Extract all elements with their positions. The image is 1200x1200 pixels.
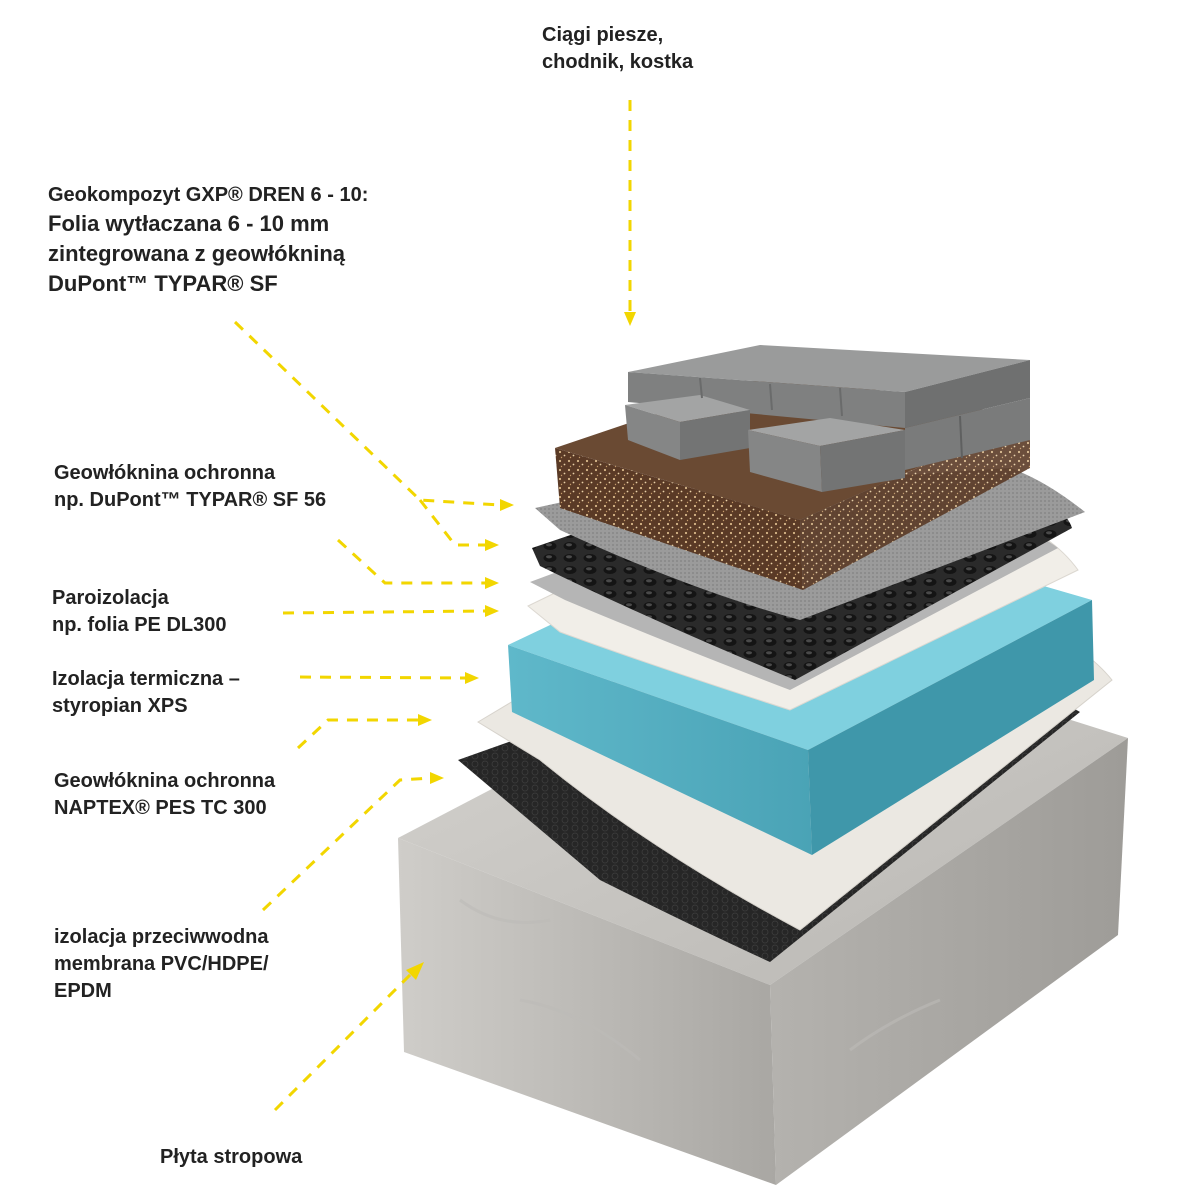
label-waterproofing-line-2: membrana PVC/HDPE/ bbox=[54, 953, 269, 975]
label-protective-geotextile-naptex: Geowłóknina ochronna NAPTEX® PES TC 300 bbox=[54, 768, 275, 822]
label-typar-line-2: np. DuPont™ TYPAR® SF 56 bbox=[54, 489, 327, 511]
label-pedestrian-line-1: Ciągi piesze, bbox=[542, 24, 664, 46]
label-vapour-line-2: np. folia PE DL300 bbox=[52, 614, 227, 636]
arrow-floor-slab bbox=[273, 962, 424, 1112]
label-geocomposite: Geokompozyt GXP® DREN 6 - 10: Folia wytł… bbox=[48, 182, 368, 299]
label-waterproofing: izolacja przeciwwodna membrana PVC/HDPE/… bbox=[54, 924, 269, 1005]
label-thermal-line-1: Izolacja termiczna – bbox=[52, 668, 240, 690]
label-naptex-line-2: NAPTEX® PES TC 300 bbox=[54, 797, 267, 819]
arrow-geocomposite bbox=[233, 320, 514, 551]
arrow-thermal-insulation bbox=[299, 672, 479, 684]
label-geocomposite-line-1: Geokompozyt GXP® DREN 6 - 10: bbox=[48, 184, 369, 206]
arrow-protective-geotextile-typar bbox=[336, 538, 499, 589]
label-vapour-barrier: Paroizolacja np. folia PE DL300 bbox=[52, 585, 226, 639]
arrow-pedestrian bbox=[624, 100, 636, 326]
label-protective-geotextile-typar: Geowłóknina ochronna np. DuPont™ TYPAR® … bbox=[54, 460, 326, 514]
label-pedestrian: Ciągi piesze, chodnik, kostka bbox=[542, 22, 693, 76]
label-waterproofing-line-3: EPDM bbox=[54, 980, 112, 1002]
label-slab-line-1: Płyta stropowa bbox=[160, 1146, 303, 1168]
arrow-naptex bbox=[296, 714, 432, 750]
label-floor-slab: Płyta stropowa bbox=[160, 1144, 302, 1171]
label-geocomposite-line-3: zintegrowana z geowłókniną bbox=[48, 241, 346, 266]
label-geocomposite-line-4: DuPont™ TYPAR® SF bbox=[48, 271, 278, 296]
label-naptex-line-1: Geowłóknina ochronna bbox=[54, 770, 276, 792]
label-typar-line-1: Geowłóknina ochronna bbox=[54, 462, 276, 484]
label-thermal-insulation: Izolacja termiczna – styropian XPS bbox=[52, 666, 240, 720]
label-thermal-line-2: styropian XPS bbox=[52, 695, 188, 717]
label-geocomposite-line-2: Folia wytłaczana 6 - 10 mm bbox=[48, 211, 330, 236]
label-waterproofing-line-1: izolacja przeciwwodna bbox=[54, 926, 269, 948]
label-vapour-line-1: Paroizolacja bbox=[52, 587, 169, 609]
arrow-vapour-barrier bbox=[282, 605, 499, 617]
label-pedestrian-line-2: chodnik, kostka bbox=[542, 51, 694, 73]
leader-arrows bbox=[233, 100, 636, 1112]
paving-blocks-layer bbox=[625, 345, 1030, 492]
arrow-waterproofing bbox=[261, 772, 444, 912]
